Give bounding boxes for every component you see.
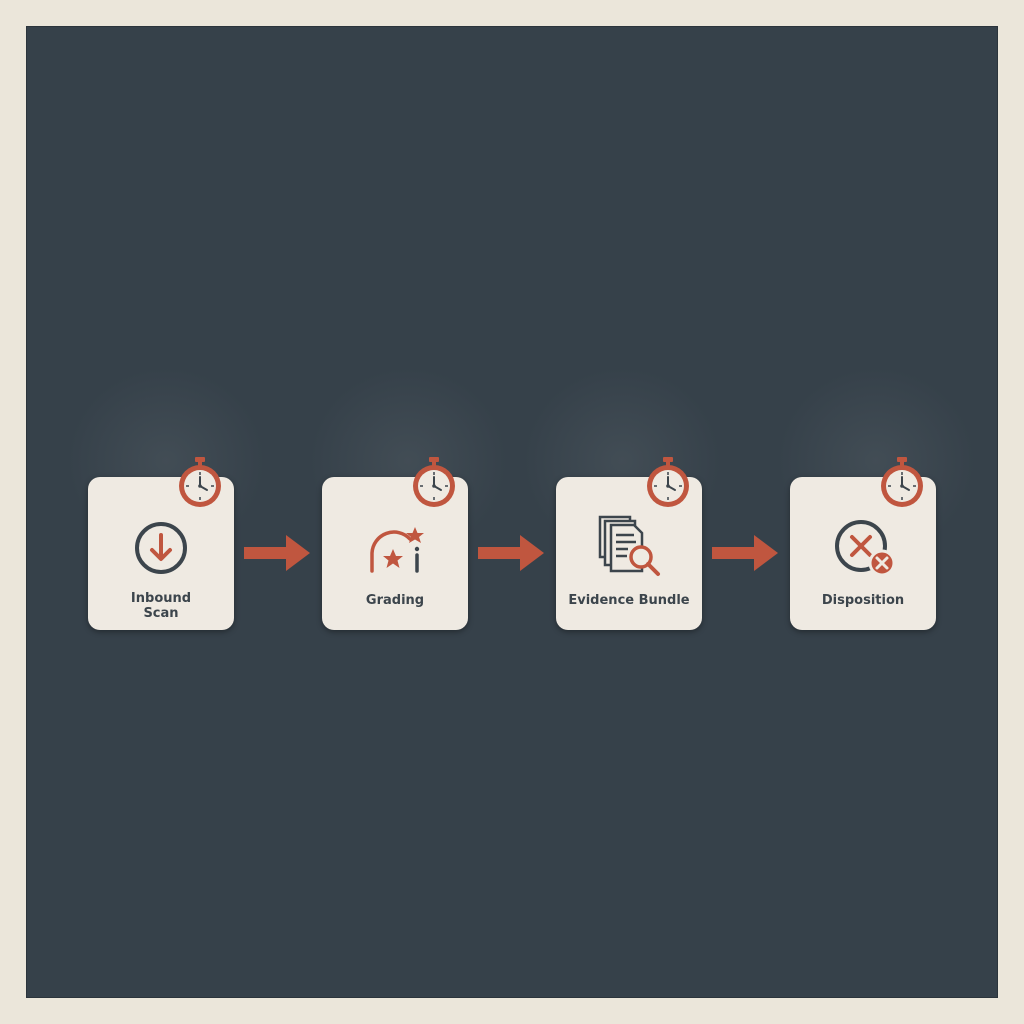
download-circle-icon <box>135 522 187 574</box>
stopwatch-icon <box>647 457 689 507</box>
flow-arrow <box>244 535 310 571</box>
stopwatch-icon <box>413 457 455 507</box>
documents-magnifier-icon <box>598 515 660 576</box>
step-card-disposition: Disposition <box>790 477 936 630</box>
step-label: Disposition <box>821 593 905 608</box>
rainbow-stars-icon <box>370 527 424 573</box>
stopwatch-icon <box>881 457 923 507</box>
flow-arrow <box>478 535 544 571</box>
diagram-panel: Inbound Scan Grading <box>26 26 998 998</box>
step-label: Grading <box>365 593 425 608</box>
step-card-evidence-bundle: Evidence Bundle <box>556 477 702 630</box>
stopwatch-icon <box>179 457 221 507</box>
step-label: Inbound Scan <box>130 591 192 621</box>
flow-arrow <box>712 535 778 571</box>
step-label: Evidence Bundle <box>568 593 690 608</box>
x-circle-icon <box>835 520 896 577</box>
